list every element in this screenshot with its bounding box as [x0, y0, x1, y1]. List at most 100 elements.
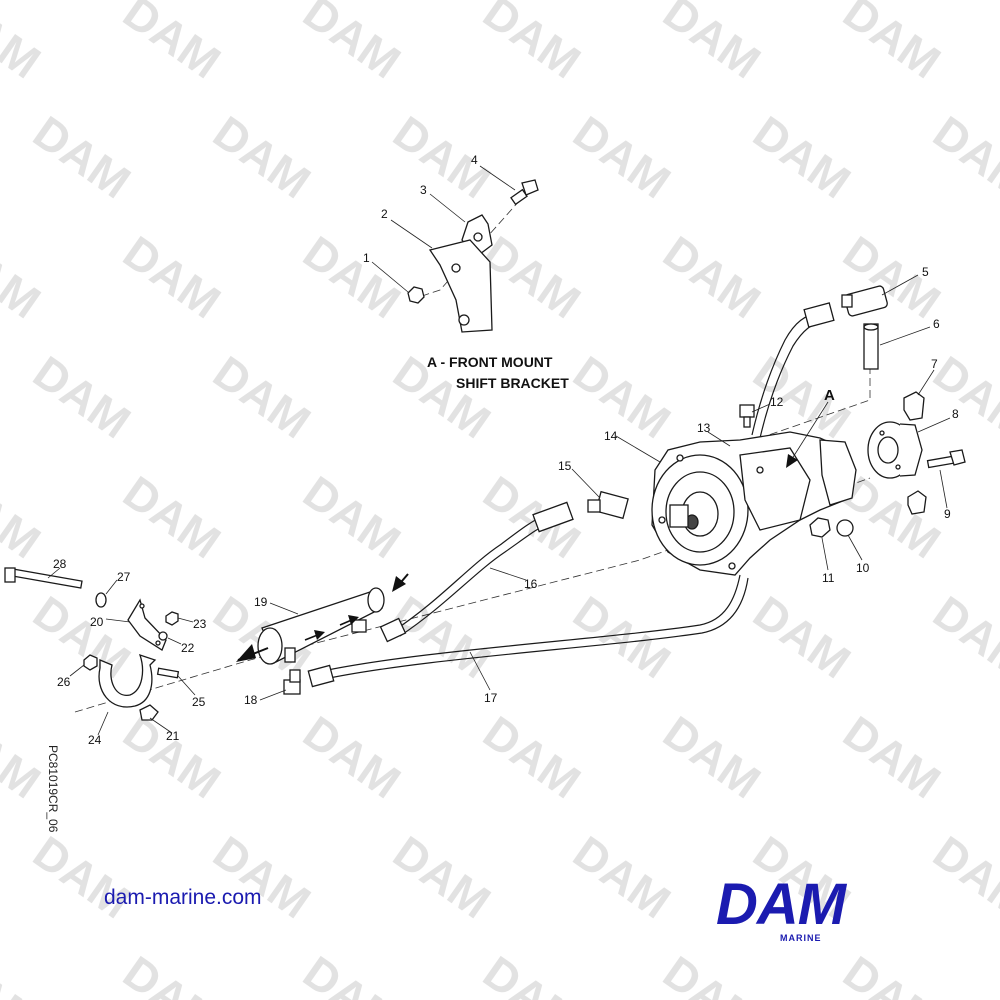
callout-11: 11 — [822, 571, 835, 585]
watermark-text: DAM — [204, 106, 320, 209]
pipe-nipple-part-6 — [863, 323, 879, 370]
sensor-part-12 — [739, 404, 755, 428]
callout-8: 8 — [952, 407, 959, 421]
watermark-text: DAM — [114, 226, 230, 329]
watermark-text: DAM — [24, 106, 140, 209]
arrow-icon — [348, 615, 359, 625]
watermark-text: DAM — [204, 826, 320, 929]
callout-20: 20 — [90, 615, 104, 629]
nut-part-26 — [83, 654, 98, 671]
elbow-fitting-part-5 — [841, 285, 888, 317]
watermark-text: DAM — [924, 826, 1000, 929]
callout-25: 25 — [192, 695, 206, 709]
washer-part-27 — [95, 592, 107, 608]
watermark-text: DAM — [294, 226, 410, 329]
nut-part-1 — [407, 286, 425, 304]
watermark-text: DAM — [24, 826, 140, 929]
clamp-part-24 — [98, 653, 157, 708]
callout-21: 21 — [166, 729, 180, 743]
bracket-plate-part-2 — [428, 239, 493, 333]
watermark-text: DAM — [474, 0, 590, 88]
callout-7: 7 — [931, 357, 938, 371]
watermark-text: DAM — [24, 346, 140, 449]
shift-bracket-assembly — [407, 179, 539, 333]
watermark-text: DAM — [384, 586, 500, 689]
output-flange-part-8 — [867, 421, 923, 479]
callout-19: 19 — [254, 595, 268, 609]
watermark-text: DAM — [654, 946, 770, 1000]
callout-12: 12 — [770, 395, 784, 409]
callout-14: 14 — [604, 429, 618, 443]
callout-23: 23 — [193, 617, 207, 631]
detail-axis-line — [409, 199, 521, 301]
leader-lines — [47, 165, 951, 736]
screw-part-21 — [139, 704, 159, 721]
watermark-text: DAM — [834, 0, 950, 88]
callout-24: 24 — [88, 733, 102, 747]
screw-part-9 — [926, 449, 966, 469]
arrow-icon — [786, 454, 798, 468]
watermark-text: DAM — [294, 466, 410, 569]
brand-logo: DAM — [716, 872, 846, 937]
callout-6: 6 — [933, 317, 940, 331]
callout-10: 10 — [856, 561, 870, 575]
strap-part-20 — [127, 598, 167, 651]
detail-marker-a: A — [824, 387, 835, 404]
elbow-part-18 — [283, 669, 301, 695]
bolt-part-7 — [903, 391, 925, 421]
arrow-icon — [236, 644, 256, 662]
nut-part-11 — [809, 517, 831, 538]
callout-16: 16 — [524, 577, 538, 591]
transmission-housing-part-14 — [651, 431, 857, 576]
hose-part-16 — [379, 501, 574, 643]
callout-17: 17 — [484, 691, 498, 705]
watermark-text: DAM — [114, 946, 230, 1000]
watermark-text: DAM — [294, 946, 410, 1000]
flow-arrows — [236, 573, 409, 662]
watermark-text: DAM — [0, 706, 50, 809]
watermark-text: DAM — [924, 586, 1000, 689]
watermark-text: DAM — [0, 0, 50, 88]
watermark-text: DAM — [294, 706, 410, 809]
watermark-text: DAM — [384, 826, 500, 929]
callout-1: 1 — [363, 251, 370, 265]
callout-2: 2 — [381, 207, 388, 221]
tee-fitting-part-15 — [587, 490, 629, 520]
callout-28: 28 — [53, 557, 67, 571]
watermark-text: DAM — [474, 946, 590, 1000]
watermark-text: DAM — [474, 706, 590, 809]
watermark-text: DAM — [204, 346, 320, 449]
washer-part-10 — [836, 519, 854, 537]
screw-part-25 — [156, 667, 180, 679]
callout-18: 18 — [244, 693, 258, 707]
watermark-text: DAM — [654, 0, 770, 88]
washer-part-22 — [158, 631, 168, 641]
oil-cooler-part-19 — [257, 587, 385, 665]
watermark-text: DAM — [564, 586, 680, 689]
watermark-text: DAM — [294, 0, 410, 88]
bolt-part-4 — [510, 179, 539, 206]
arrow-icon — [314, 630, 325, 640]
arrow-icon — [392, 576, 406, 592]
callout-labels: 1 2 3 4 5 6 7 8 9 10 11 12 13 14 15 16 1… — [53, 153, 959, 747]
watermark-text: DAM — [834, 946, 950, 1000]
watermark-text: DAM — [654, 706, 770, 809]
watermark-text: DAM — [564, 106, 680, 209]
callout-13: 13 — [697, 421, 711, 435]
watermark-text: DAM — [114, 466, 230, 569]
callout-26: 26 — [57, 675, 71, 689]
watermark-text: DAM — [834, 706, 950, 809]
watermark-text: DAM — [384, 106, 500, 209]
site-link[interactable]: dam-marine.com — [104, 886, 262, 909]
callout-22: 22 — [181, 641, 195, 655]
callout-27: 27 — [117, 570, 131, 584]
center-axis-line — [74, 477, 871, 713]
callout-3: 3 — [420, 183, 427, 197]
watermark-text: DAM — [924, 106, 1000, 209]
bolt-lower — [907, 490, 927, 515]
drawing-code: PC81019CR_06 — [46, 745, 60, 833]
watermark-text: DAM — [0, 466, 50, 569]
brand-logo-subtitle: MARINE — [780, 933, 822, 943]
